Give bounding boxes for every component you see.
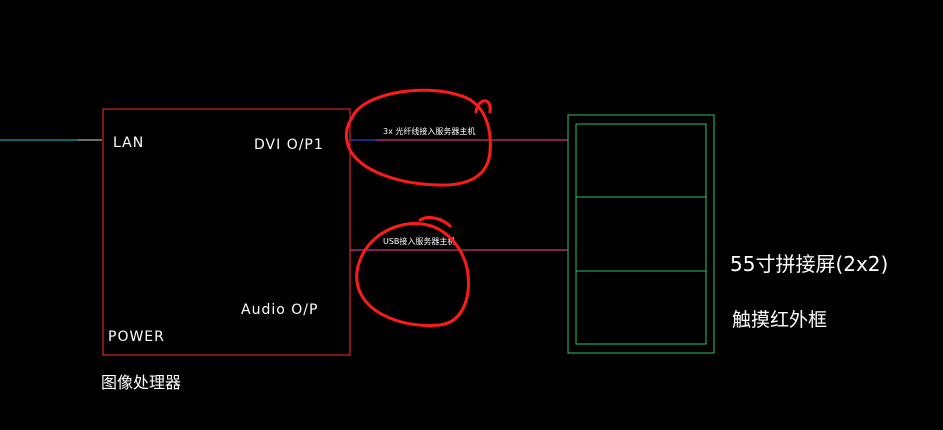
red-markup-circle-dvi [344, 88, 492, 187]
image-processor-caption: 图像处理器 [101, 373, 181, 392]
screen-inner-frame [575, 123, 707, 345]
port-label-lan: LAN [113, 135, 144, 151]
screen-label: 55寸拼接屏(2x2) [730, 252, 888, 276]
red-markup-circle-usb [355, 216, 470, 328]
port-label-power: POWER [108, 329, 165, 345]
screen-sublabel: 触摸红外框 [732, 309, 827, 331]
image-processor-box [102, 108, 351, 356]
port-label-dvi: DVI O/P1 [254, 137, 324, 153]
port-label-audio: Audio O/P [241, 302, 318, 318]
screen-outer-frame [567, 114, 715, 354]
dvi-connection-note: 3x 光纤线接入服务器主机 [383, 126, 475, 136]
usb-connection-note: USB接入服务器主机 [383, 236, 455, 246]
